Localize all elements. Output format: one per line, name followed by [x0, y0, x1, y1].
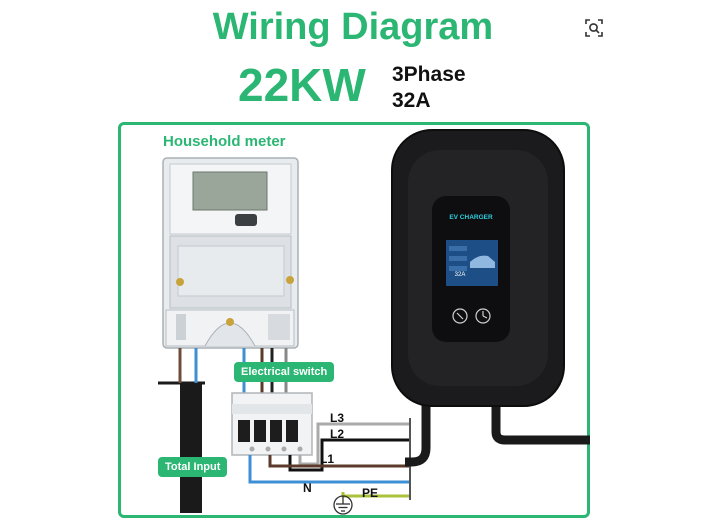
total-input-label: Total Input	[158, 457, 228, 477]
wire-label-n: N	[303, 481, 312, 495]
current-label: 32A	[392, 89, 431, 112]
clock-icon	[475, 308, 491, 324]
charger-brand: EV CHARGER	[449, 214, 493, 221]
electrical-switch-label: Electrical switch	[234, 362, 335, 382]
charger-display-value: 32A	[455, 272, 466, 278]
household-meter-label: Household meter	[163, 133, 286, 150]
circuit-breaker	[231, 392, 313, 456]
visual-search-icon[interactable]	[584, 18, 604, 38]
wire-label-l1: L1	[320, 452, 335, 466]
wire-label-l2: L2	[330, 427, 345, 441]
wire-label-l3: L3	[330, 411, 345, 425]
phase-info: 3Phase 32A	[392, 62, 466, 114]
ev-charger: EV CHARGER 32A	[391, 129, 565, 407]
ground-icon	[333, 495, 353, 515]
phase-label: 3Phase	[392, 63, 466, 86]
wire-label-pe: PE	[362, 486, 379, 500]
diagram-frame	[118, 122, 590, 518]
power-rating: 22KW	[238, 59, 366, 111]
timer-icon	[452, 308, 468, 324]
wire-l1	[268, 455, 410, 468]
wire-l3	[298, 422, 410, 466]
diagram-title: Wiring Diagram	[212, 6, 494, 48]
household-meter	[162, 157, 299, 349]
wire-n	[248, 455, 410, 484]
total-input-cable	[180, 383, 202, 513]
